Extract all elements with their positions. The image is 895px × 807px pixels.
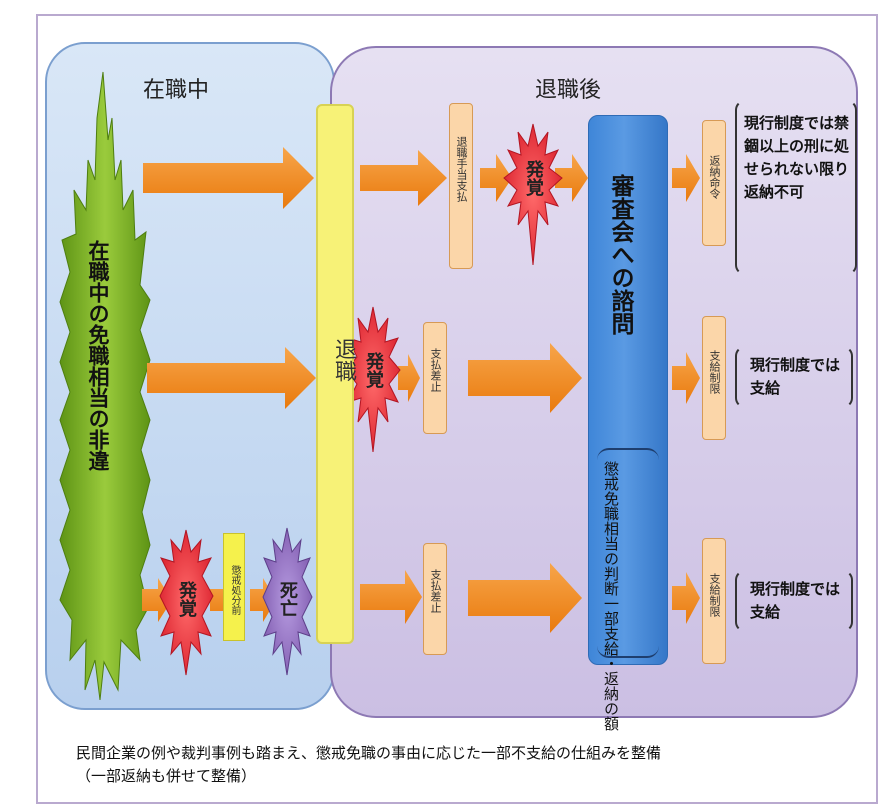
arrow-row1-r2 <box>480 154 512 202</box>
payment-limit-label-2: 支給制限 <box>708 573 721 617</box>
payment-suspension-box-2: 支払差止 <box>423 543 447 655</box>
before-discipline-box: 懲戒処分前 <box>223 533 245 641</box>
return-note-bracket <box>735 100 857 275</box>
before-discipline-label: 懲戒処分前 <box>229 565 240 615</box>
payment-suspension-label-2: 支払差止 <box>429 569 442 613</box>
retirement-allowance-paid-box: 退職手当支払 <box>449 103 473 269</box>
arrow-row1-left <box>143 147 314 209</box>
arrow-row2-r3 <box>672 352 700 404</box>
retirement-bar: 退職 <box>316 104 356 644</box>
retirement-label: 退職 <box>331 338 356 382</box>
arrow-row1-r3 <box>555 154 588 202</box>
misconduct-shape <box>59 71 151 701</box>
payment-limit-box-2: 支給制限 <box>702 538 726 664</box>
discovered-label-1: 発覚 <box>523 160 544 196</box>
retirement-allowance-paid-label: 退職手当支払 <box>455 136 468 202</box>
caption-line1: 民間企業の例や裁判事例も踏まえ、懲戒免職の事由に応じた一部不支給の仕組みを整備 <box>76 744 662 762</box>
burst-discovered-1 <box>503 123 563 266</box>
committee-sub-bracket <box>597 448 659 658</box>
payment-limit-box-1: 支給制限 <box>702 316 726 440</box>
arrow-row1-r1 <box>360 150 447 206</box>
return-order-box: 返納命令 <box>702 120 726 246</box>
arrow-row2-r2 <box>468 343 582 413</box>
review-committee-box: 審査会への諮問 懲戒免職相当の判断一部支給・返納の額 <box>588 115 668 731</box>
after-retirement-title: 退職後 <box>535 78 602 103</box>
arrow-row1-r4 <box>672 154 700 202</box>
caption-line2: （一部返納も併せて整備） <box>76 767 257 785</box>
death-label: 死亡 <box>277 581 298 617</box>
discovered-label-2: 発覚 <box>363 352 384 388</box>
outer-frame <box>36 14 878 804</box>
in-service-title: 在職中 <box>143 78 210 103</box>
arrow-row3-r3 <box>672 572 700 624</box>
payment-suspension-box-1: 支払差止 <box>423 322 447 434</box>
payment-note-bracket-1 <box>735 346 853 408</box>
return-note: 現行制度では禁錮以上の刑に処せられない限り返納不可 <box>744 114 850 201</box>
arrow-row2-r1 <box>398 354 420 402</box>
burst-death <box>262 527 313 676</box>
payment-suspension-label-1: 支払差止 <box>429 348 442 392</box>
payment-note-2: 現行制度では支給 <box>750 580 841 621</box>
misconduct-label: 在職中の免職相当の非違 <box>86 240 110 471</box>
committee-main-label: 審査会への諮問 <box>607 174 633 335</box>
payment-limit-label-1: 支給制限 <box>708 350 721 394</box>
arrow-row2-left <box>147 347 316 409</box>
discovered-label-3: 発覚 <box>176 581 197 617</box>
committee-sub-label: 懲戒免職相当の判断一部支給・返納の額 <box>602 461 620 731</box>
return-order-label: 返納命令 <box>708 155 721 199</box>
arrow-row3-r2 <box>468 563 582 633</box>
payment-note-1: 現行制度では支給 <box>750 356 841 397</box>
arrow-row3-r1 <box>360 570 422 624</box>
burst-discovered-3 <box>159 529 214 676</box>
payment-note-bracket-2 <box>735 570 853 632</box>
